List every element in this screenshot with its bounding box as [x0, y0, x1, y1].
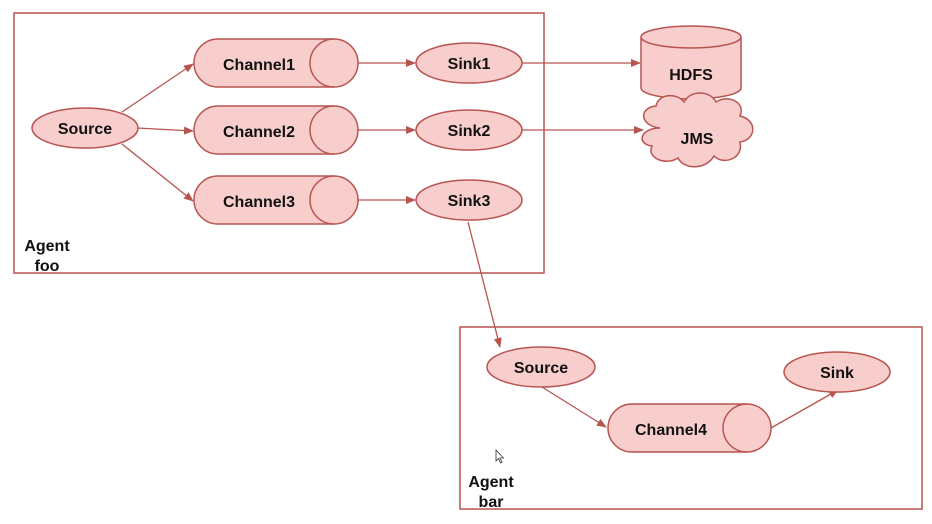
sink-node-bar-label: Sink: [820, 365, 854, 382]
edge-sink3-bar-source: [467, 221, 502, 348]
edge-bar-source-channel4: [541, 386, 607, 428]
channel3-label: Channel3: [223, 194, 295, 211]
agent-bar-name: bar: [479, 494, 504, 511]
agent-bar-container: [459, 326, 923, 510]
channel2-label: Channel2: [223, 124, 295, 141]
edge-source-channel1: [121, 63, 194, 113]
channel1-label: Channel1: [223, 57, 295, 74]
sink3-node: Sink3: [415, 179, 523, 221]
channel4-label: Channel4: [635, 422, 707, 439]
sink1-label: Sink1: [448, 56, 491, 73]
edge-source-channel2: [136, 126, 194, 135]
mouse-cursor-icon: [495, 448, 505, 464]
sink3-label: Sink3: [448, 193, 491, 210]
sink-node-bar: Sink: [783, 351, 891, 393]
source-node-foo: Source: [31, 107, 139, 149]
source-node-bar-label: Source: [514, 360, 568, 377]
hdfs-label: HDFS: [669, 67, 713, 84]
edge-channel4-sink: [770, 389, 839, 429]
source-node-foo-label: Source: [58, 121, 112, 138]
channel2-node: Channel2: [193, 105, 359, 155]
sink1-node: Sink1: [415, 42, 523, 84]
agent-bar-label: Agent: [468, 474, 514, 491]
source-node-bar: Source: [486, 346, 596, 388]
edge-source-channel3: [121, 143, 194, 202]
channel4-node: Channel4: [607, 403, 772, 453]
hdfs-database-icon: HDFS: [640, 25, 742, 100]
channel1-node: Channel1: [193, 38, 359, 88]
sink2-node: Sink2: [415, 109, 523, 151]
agent-foo-container: [13, 12, 545, 274]
agent-foo-name: foo: [35, 258, 60, 275]
sink2-label: Sink2: [448, 123, 491, 140]
agent-foo-label: Agent: [24, 238, 70, 255]
channel3-node: Channel3: [193, 175, 359, 225]
jms-label: JMS: [681, 131, 714, 148]
jms-cloud-icon: JMS: [641, 92, 754, 168]
